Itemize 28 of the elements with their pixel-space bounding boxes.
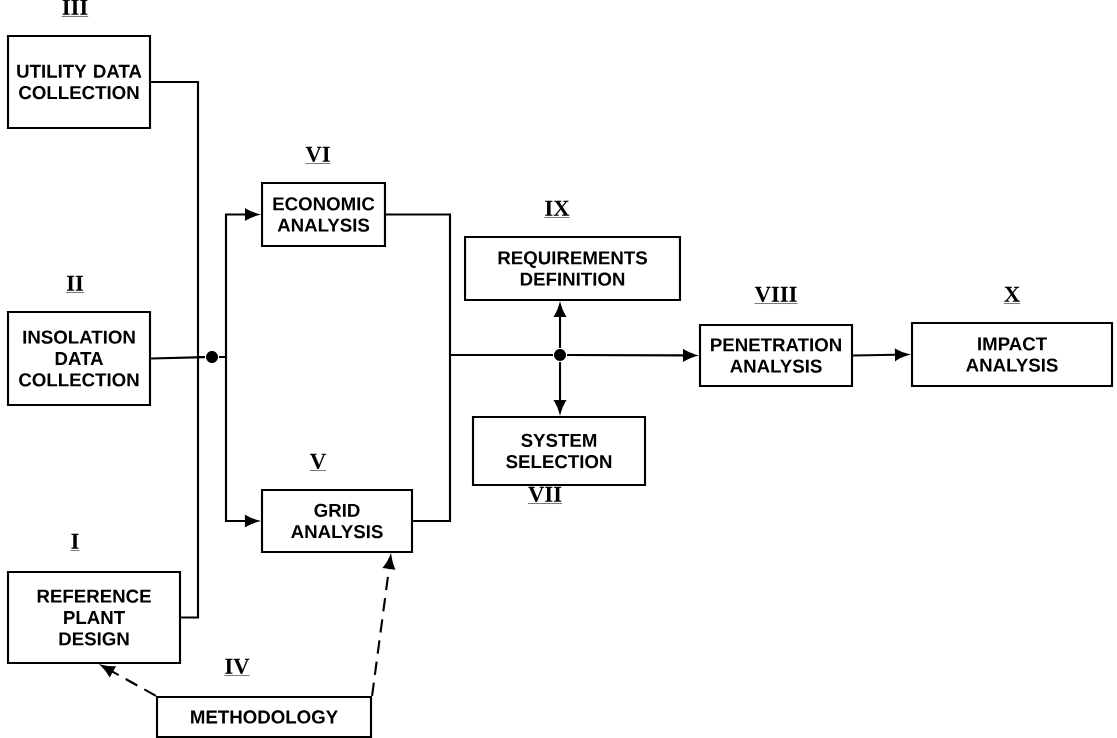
process-box: REFERENCE PLANT DESIGN [6, 570, 182, 665]
roman-numeral: V [309, 453, 327, 471]
roman-numeral: II [65, 275, 85, 293]
process-box: PENETRATION ANALYSIS [698, 323, 854, 388]
roman-numeral: X [1003, 286, 1021, 304]
dashed-arrow [371, 555, 395, 697]
dashed-arrow [101, 664, 157, 697]
roman-numeral: III [61, 0, 89, 17]
process-box: SYSTEM SELECTION [471, 415, 647, 487]
roman-numeral: IX [544, 200, 570, 218]
connector-line [413, 353, 553, 523]
roman-numeral: VI [305, 146, 331, 164]
process-box: UTILITY DATA COLLECTION [6, 34, 152, 130]
process-box: GRID ANALYSIS [260, 488, 414, 554]
process-box: ECONOMIC ANALYSIS [260, 181, 387, 248]
process-box: METHODOLOGY [155, 695, 373, 738]
connector-line [181, 355, 205, 619]
arrow [219, 355, 258, 527]
arrow [554, 362, 566, 413]
roman-numeral: IV [224, 658, 250, 676]
roman-numeral: VII [527, 486, 563, 504]
arrow [853, 349, 909, 361]
process-box: REQUIREMENTS DEFINITION [463, 235, 682, 302]
roman-numeral: VIII [754, 286, 798, 304]
roman-numeral: I [70, 533, 80, 551]
process-box: INSOLATION DATA COLLECTION [6, 310, 152, 407]
arrow [554, 303, 566, 348]
process-box: IMPACT ANALYSIS [910, 321, 1114, 388]
